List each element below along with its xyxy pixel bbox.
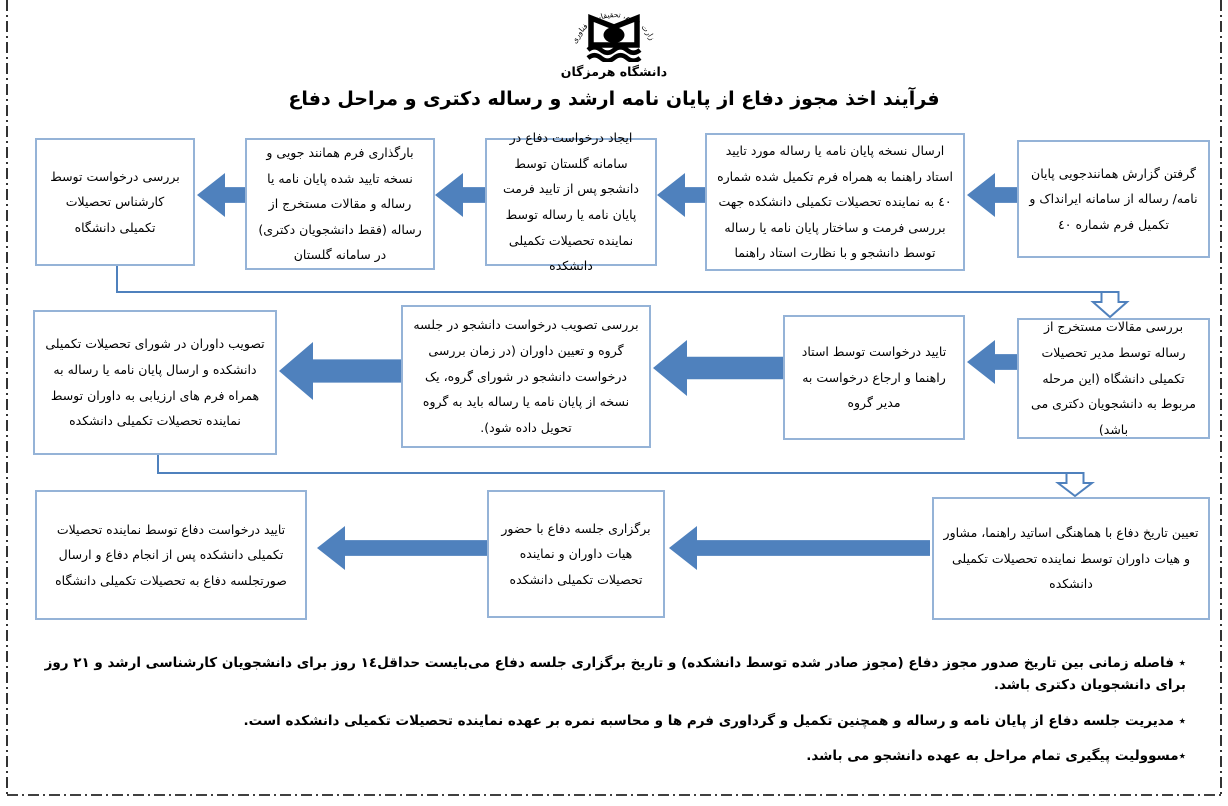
step-box-7: تایید درخواست توسط استاد راهنما و ارجاع …: [783, 315, 965, 440]
step-box-6: بررسی مقالات مستخرج از رساله توسط مدیر ت…: [1017, 318, 1210, 439]
flow-arrow-left-icon: [653, 340, 783, 396]
flow-arrow-left-icon: [967, 173, 1017, 217]
footnote-2: ٭ مدیریت جلسه دفاع از پایان نامه و رساله…: [243, 712, 1186, 729]
step-box-10: تعیین تاریخ دفاع با هماهنگی اساتید راهنم…: [932, 497, 1210, 620]
flow-arrow-left-icon: [435, 173, 485, 217]
step-box-5: بررسی درخواست توسط کارشناس تحصیلات تکمیل…: [35, 138, 195, 266]
step-box-8: بررسی تصویب درخواست دانشجو در جلسه گروه …: [401, 305, 651, 448]
arrow-down-icon: [1090, 291, 1130, 319]
footnote-3: ٭مسوولیت پیگیری تمام مراحل به عهده دانشج…: [806, 747, 1186, 764]
arrow-down-icon: [1055, 472, 1095, 498]
page-title: فرآیند اخذ مجوز دفاع از پایان نامه ارشد …: [288, 88, 940, 110]
step-box-12: تایید درخواست دفاع توسط نماینده تحصیلات …: [35, 490, 307, 620]
flow-arrow-left-icon: [669, 526, 930, 570]
step-box-1: گرفتن گزارش همانندجویی پایان نامه/ رساله…: [1017, 140, 1210, 258]
open-book-logo-icon: وزارت علوم، تحقیقات و فناوری: [556, 0, 657, 63]
flow-arrow-left-icon: [967, 340, 1017, 384]
flow-arrow-left-icon: [197, 173, 245, 217]
footnotes: ٭ فاصله زمانی بین تاریخ صدور مجوز دفاع (…: [42, 652, 1186, 780]
step-box-3: ایجاد درخواست دفاع در سامانه گلستان توسط…: [485, 130, 657, 273]
university-name: دانشگاه هرمزگان: [560, 64, 668, 79]
step-box-9: تصویب داوران در شورای تحصیلات تکمیلی دان…: [33, 310, 277, 455]
step-box-2: ارسال نسخه پایان نامه یا رساله مورد تایی…: [705, 133, 965, 271]
university-logo: وزارت علوم، تحقیقات و فناوری دانشگاه هرم…: [539, 0, 689, 79]
step-box-4: بارگذاری فرم همانند جویی و نسخه تایید شد…: [245, 138, 435, 270]
flow-arrow-left-icon: [279, 342, 401, 400]
footnote-1: ٭ فاصله زمانی بین تاریخ صدور مجوز دفاع (…: [44, 655, 1186, 694]
flow-arrow-left-icon: [657, 173, 705, 217]
flow-arrow-left-icon: [317, 526, 487, 570]
step-box-11: برگزاری جلسه دفاع با حضور هیات داوران و …: [487, 490, 665, 618]
connector-line-row2-row3: [157, 454, 1075, 474]
